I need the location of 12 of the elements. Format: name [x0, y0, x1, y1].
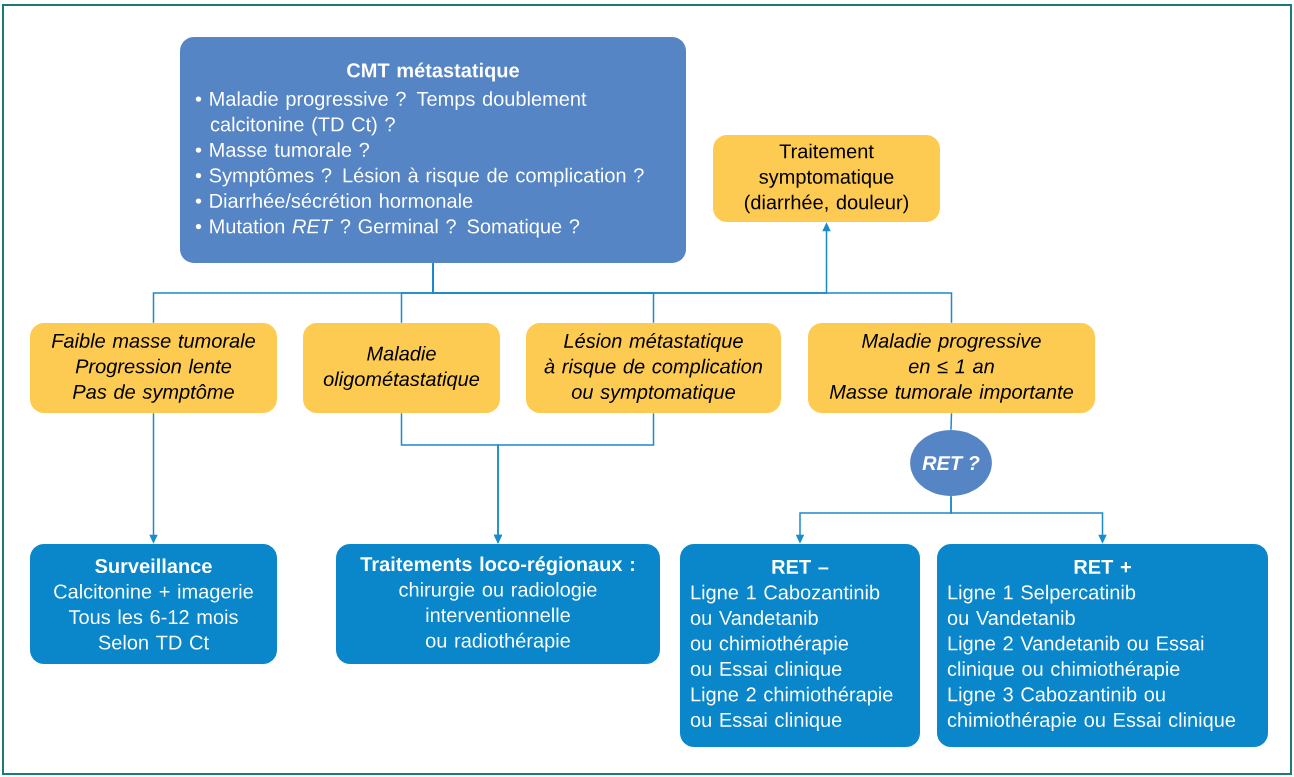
condition-box: Faible masse tumorale Progression lente Pas de symptôme [30, 323, 277, 413]
treatment-box: RET + Ligne 1 Selpercatinib ou Vandetanib Ligne 2 Vandetanib ou Essai clinique ou chimiothérapie Ligne 3 Cabozantinib ou chimiothérapie ou Essai clinique [937, 544, 1268, 747]
condition-box: Lésion métastatique à risque de complication ou symptomatique [526, 323, 781, 413]
connector [950, 412, 953, 431]
treatment-box: Traitements loco-régionaux : chirurgie ou radiologie interventionnelle ou radiothérapie [336, 544, 660, 664]
connector [432, 262, 953, 324]
treatment-box: Traitement symptomatique (diarrhée, douleur) [713, 135, 940, 222]
treatment-box: Surveillance Calcitonine + imagerie Tous les 6-12 mois Selon TD Ct [30, 544, 277, 664]
condition-box: Maladie oligométastatique [303, 323, 500, 413]
condition-box: Maladie progressive en ≤ 1 an Masse tumorale importante [808, 323, 1095, 413]
question-box: CMT métastatique • Maladie progressive ? Temps doublement calcitonine (TD Ct) ? • Masse tumorale ? • Symptômes ? Lésion à risque de complication ? • Diarrhée/sécrétion hormonale • Mutation RET ? Germinal ? Somatique ? [180, 37, 686, 263]
treatment-box: RET – Ligne 1 Cabozantinib ou Vandetanib ou chimiothérapie ou Essai clinique Ligne 2 chimiothérapie ou Essai clinique [680, 544, 920, 747]
